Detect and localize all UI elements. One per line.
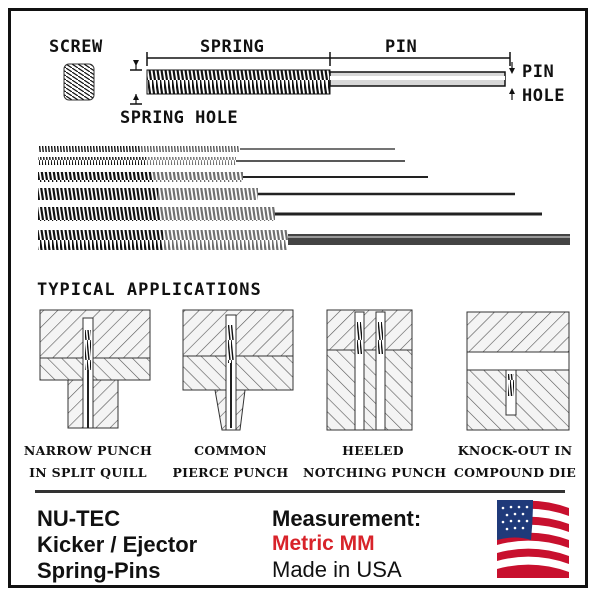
application-knock-out-drawing: [466, 311, 570, 431]
section-divider: [35, 490, 565, 493]
application-notching-punch-drawing: [326, 309, 413, 431]
us-flag-icon: [497, 500, 569, 578]
product-name: Spring-Pins: [37, 558, 161, 583]
label-spring: SPRING: [200, 37, 265, 57]
application-caption-2-line1: COMMON: [194, 443, 267, 458]
application-caption-4-line1: KNOCK-OUT IN: [457, 443, 573, 458]
application-caption-1-line1: NARROW PUNCH: [23, 443, 153, 458]
application-pierce-punch-drawing: [182, 309, 294, 431]
product-type: Kicker / Ejector: [37, 532, 198, 557]
spring-drawing: [146, 69, 331, 95]
applications-heading: TYPICAL APPLICATIONS: [37, 280, 262, 300]
label-pin-hole-line2: HOLE: [522, 86, 565, 106]
application-caption-1-line2: IN SPLIT QUILL: [29, 465, 147, 480]
origin-text: Made in USA: [272, 557, 402, 582]
measurement-value: Metric MM: [272, 532, 375, 555]
pin-drawing: [329, 71, 506, 87]
label-pin: PIN: [385, 37, 418, 57]
application-caption-3-line2: NOTCHING PUNCH: [303, 465, 447, 480]
application-caption-2-line2: PIERCE PUNCH: [172, 465, 289, 480]
application-narrow-punch-drawing: [39, 309, 151, 429]
application-caption-3-line1: HEELED: [342, 443, 404, 458]
label-spring-hole: SPRING HOLE: [120, 108, 239, 128]
spring-pin-size-range: [38, 146, 570, 250]
measurement-label: Measurement:: [272, 506, 422, 531]
screw-drawing: [63, 63, 95, 101]
brand-name: NU-TEC: [37, 506, 121, 531]
application-caption-4-line2: COMPOUND DIE: [453, 465, 577, 480]
label-screw: SCREW: [49, 37, 103, 57]
label-pin-hole-line1: PIN: [522, 62, 555, 82]
